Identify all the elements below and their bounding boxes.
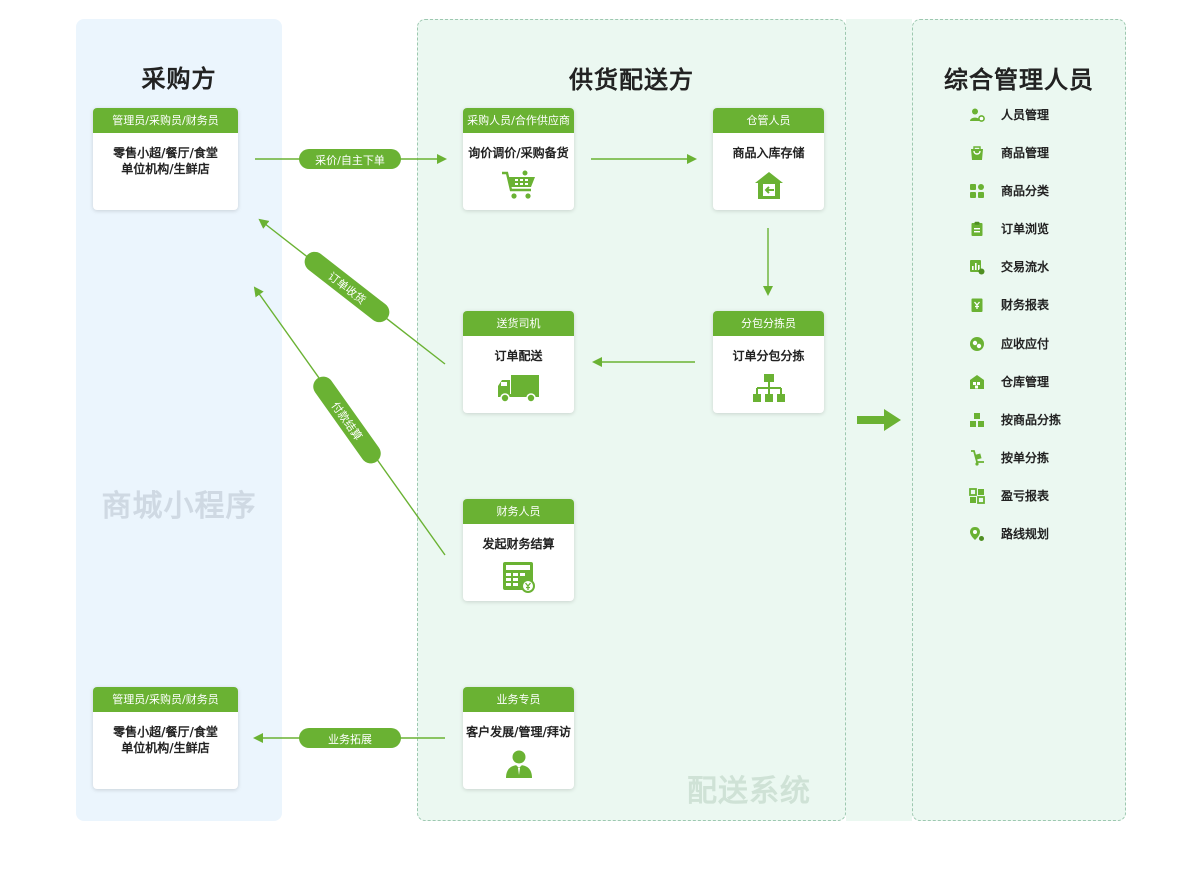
admin-item-sort-by-order[interactable]: 按单分拣 (969, 448, 1119, 468)
card-task: 询价调价/采购备货 (468, 146, 569, 160)
label-business-expand: 业务拓展 (328, 733, 372, 746)
card-role: 业务专员 (463, 687, 574, 712)
admin-item-label: 按商品分拣 (1001, 413, 1062, 427)
admin-item-route-planning[interactable]: 路线规划 (969, 524, 1119, 544)
supply-panel-title: 供货配送方 (569, 66, 694, 94)
admin-item-category[interactable]: 商品分类 (969, 181, 1119, 201)
buyer-card-bottom[interactable]: 管理员/采购员/财务员 零售小超/餐厅/食堂 单位机构/生鲜店 (93, 687, 238, 789)
supply-watermark: 配送系统 (687, 774, 811, 809)
shopping-bag-icon (971, 146, 983, 160)
admin-item-warehouse[interactable]: 仓库管理 (969, 372, 1119, 392)
card-task: 发起财务结算 (482, 537, 555, 551)
purchaser-card[interactable]: 采购人员/合作供应商 询价调价/采购备货 (463, 108, 574, 210)
admin-item-label: 路线规划 (1001, 527, 1050, 541)
pill-order-purchase (299, 149, 401, 169)
admin-item-label: 人员管理 (1001, 108, 1050, 122)
buyer-card-top[interactable]: 管理员/采购员/财务员 零售小超/餐厅/食堂 单位机构/生鲜店 (93, 108, 238, 210)
admin-item-label: 财务报表 (1001, 298, 1050, 312)
shopping-cart-icon (501, 170, 535, 199)
card-role: 财务人员 (463, 499, 574, 524)
admin-panel-title: 综合管理人员 (944, 66, 1094, 94)
boxes-icon (970, 413, 984, 427)
finance-report-icon (971, 298, 983, 312)
card-line: 单位机构/生鲜店 (121, 741, 210, 755)
calculator-icon (502, 562, 535, 593)
hierarchy-icon (752, 374, 785, 402)
pill-business-expand (299, 728, 401, 748)
coins-icon (970, 337, 984, 351)
sales-card[interactable]: 业务专员 客户发展/管理/拜访 (463, 687, 574, 789)
card-task: 订单分包分拣 (732, 349, 805, 363)
card-role: 仓管人员 (713, 108, 824, 133)
admin-item-orders[interactable]: 订单浏览 (969, 219, 1119, 239)
bar-chart-icon (970, 260, 985, 275)
card-task: 商品入库存储 (732, 146, 805, 160)
buyer-watermark: 商城小程序 (101, 489, 257, 524)
admin-panel: 综合管理人员 人员管理 商品管理 商品分类 订单浏览 (912, 19, 1126, 821)
pill-order-receive (304, 251, 390, 323)
card-line: 零售小超/餐厅/食堂 (113, 725, 218, 739)
admin-item-sort-by-product[interactable]: 按商品分拣 (969, 410, 1119, 430)
label-order-purchase: 采价/自主下单 (315, 154, 385, 167)
route-pin-icon (970, 527, 984, 541)
user-settings-icon (970, 108, 985, 122)
businessman-icon (505, 750, 532, 778)
admin-item-label: 按单分拣 (1001, 451, 1050, 465)
arrow-to-admin (857, 409, 901, 431)
driver-card[interactable]: 送货司机 订单配送 (463, 311, 574, 413)
admin-item-label: 订单浏览 (1001, 222, 1050, 236)
admin-item-label: 交易流水 (1001, 260, 1050, 274)
warehouse-icon (754, 172, 783, 199)
clipboard-icon (971, 221, 983, 236)
hand-truck-icon (971, 450, 984, 466)
admin-item-personnel[interactable]: 人员管理 (969, 105, 1119, 125)
truck-icon (497, 375, 539, 403)
buyer-panel-title: 采购方 (141, 65, 217, 93)
admin-item-transactions[interactable]: 交易流水 (969, 257, 1119, 277)
warehouse-small-icon (970, 375, 984, 389)
card-role: 采购人员/合作供应商 (463, 108, 574, 133)
admin-item-label: 应收应付 (1001, 337, 1050, 351)
card-task: 客户发展/管理/拜访 (466, 725, 571, 739)
warehouse-card[interactable]: 仓管人员 商品入库存储 (713, 108, 824, 210)
admin-item-label: 商品分类 (1001, 184, 1050, 198)
report-grid-icon (969, 488, 985, 504)
pill-payment-settle (313, 376, 381, 464)
admin-item-profit-report[interactable]: 盈亏报表 (969, 486, 1119, 506)
admin-item-label: 盈亏报表 (1001, 489, 1050, 503)
admin-item-label: 仓库管理 (1001, 375, 1050, 389)
admin-item-receivable[interactable]: 应收应付 (969, 334, 1119, 354)
card-role: 管理员/采购员/财务员 (93, 108, 238, 133)
card-role: 管理员/采购员/财务员 (93, 687, 238, 712)
card-task: 订单配送 (494, 349, 543, 363)
card-line: 单位机构/生鲜店 (121, 162, 210, 176)
finance-card[interactable]: 财务人员 发起财务结算 (463, 499, 574, 601)
sorter-card[interactable]: 分包分拣员 订单分包分拣 (713, 311, 824, 413)
admin-item-label: 商品管理 (1001, 146, 1050, 160)
admin-item-finance-report[interactable]: 财务报表 (969, 295, 1119, 315)
card-role: 送货司机 (463, 311, 574, 336)
admin-item-products[interactable]: 商品管理 (969, 143, 1119, 163)
category-grid-icon (970, 184, 984, 198)
card-line: 零售小超/餐厅/食堂 (113, 146, 218, 160)
card-role: 分包分拣员 (713, 311, 824, 336)
